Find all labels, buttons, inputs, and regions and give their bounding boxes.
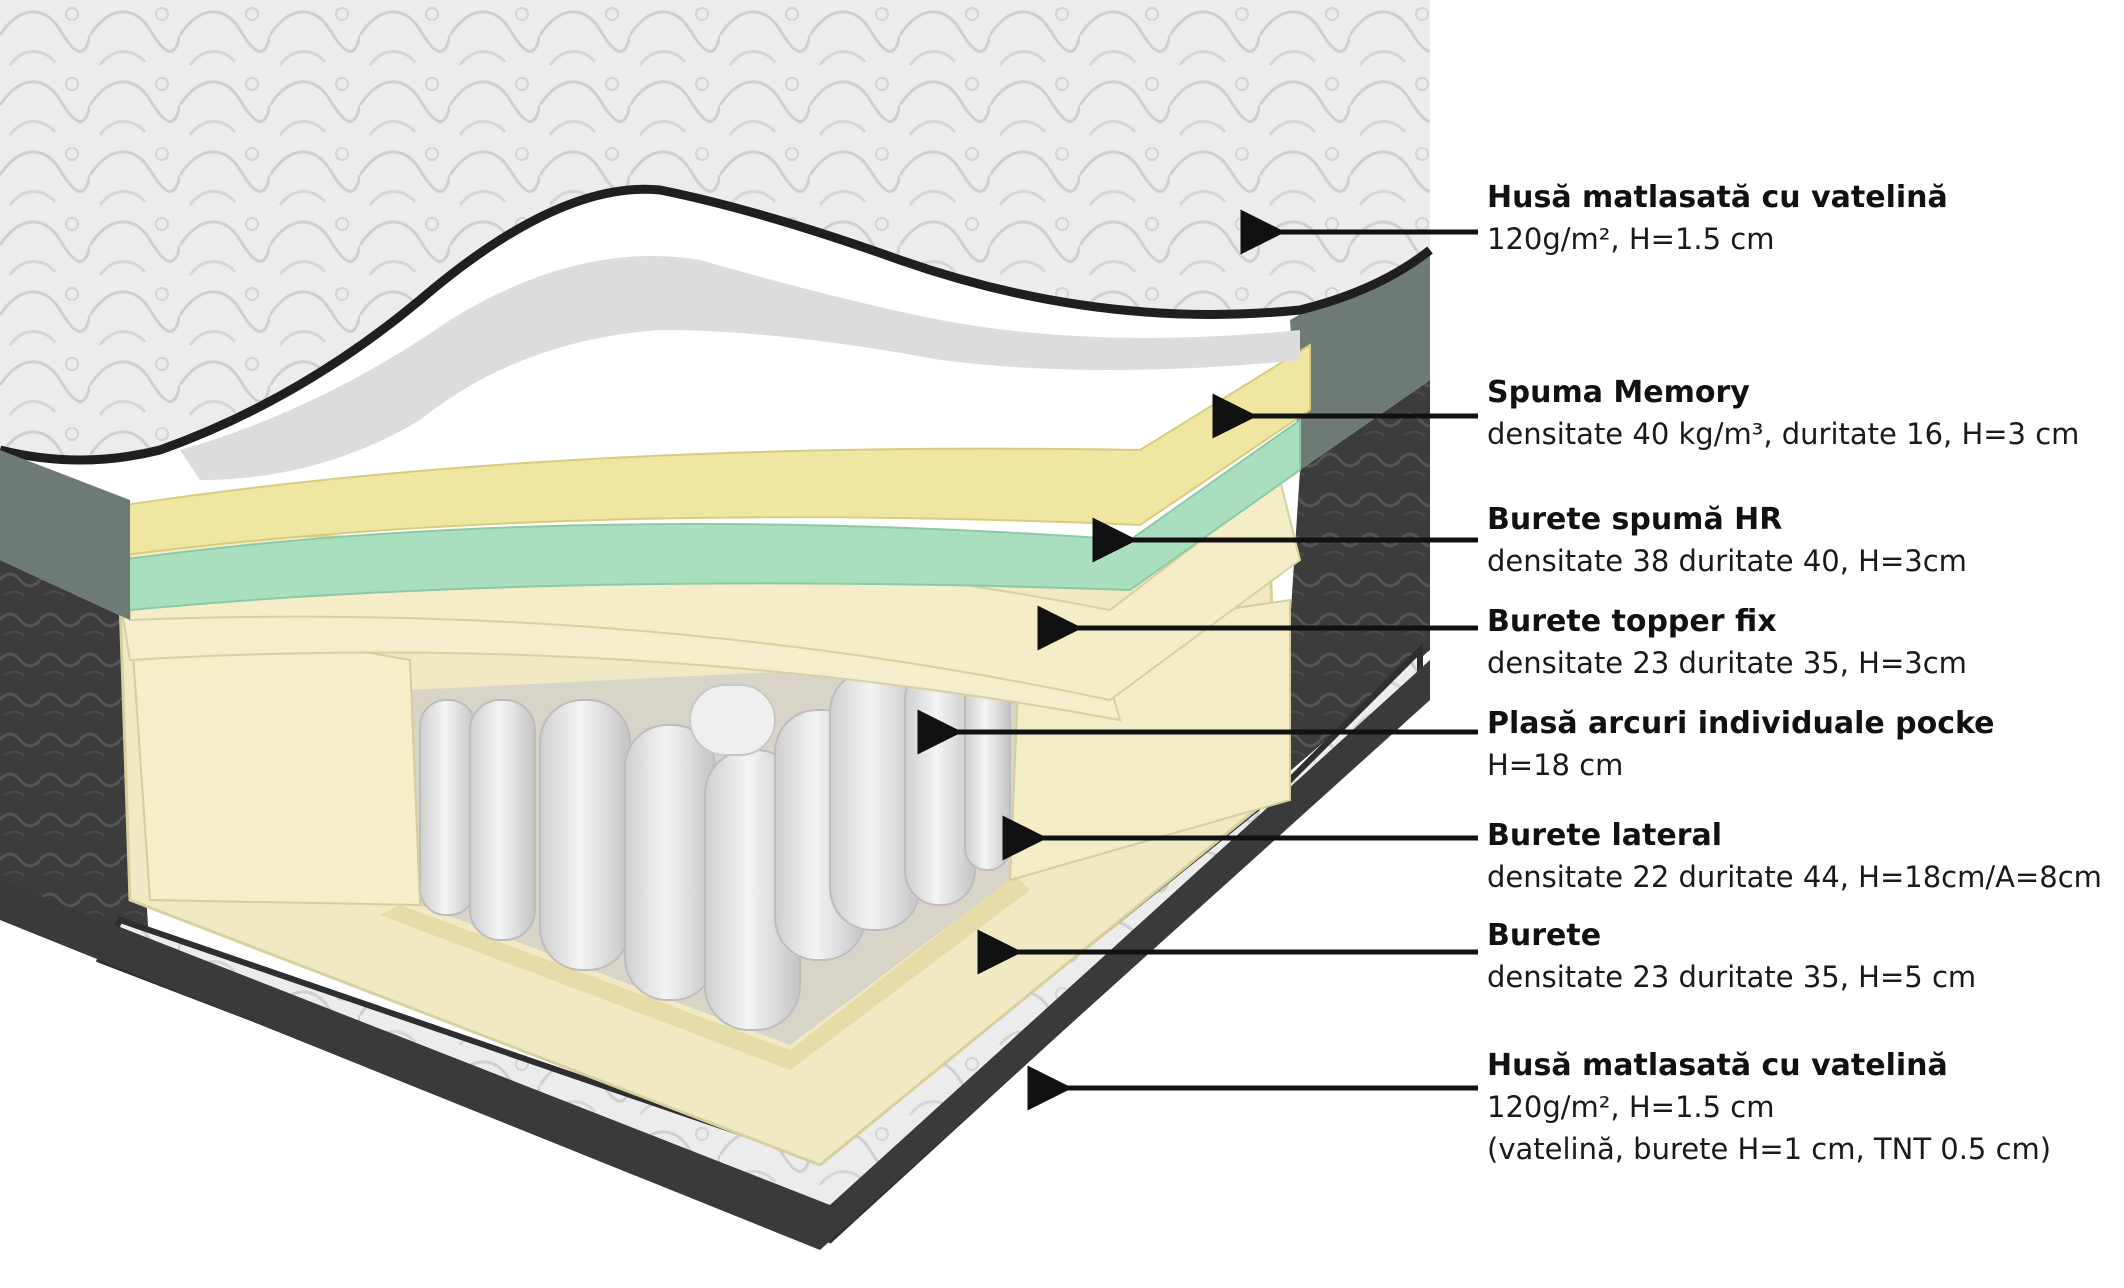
pocket-springs xyxy=(419,664,1011,1031)
callout-title: Spuma Memory xyxy=(1487,375,1750,410)
callout-base-foam: Burete densitate 23 duritate 35, H=5 cm xyxy=(1487,916,1976,998)
mattress-side-fabric xyxy=(0,560,150,960)
callout-detail: densitate 22 duritate 44, H=18cm/A=8cm xyxy=(1487,860,2102,894)
cover-underside xyxy=(180,256,1300,480)
callout-title: Burete lateral xyxy=(1487,818,1723,853)
memory-foam-layer xyxy=(124,343,1311,557)
callout-topper-foam: Burete topper fix densitate 23 duritate … xyxy=(1487,602,1967,684)
callout-memory-foam: Spuma Memory densitate 40 kg/m³, duritat… xyxy=(1487,373,2079,455)
callout-title: Husă matlasată cu vatelină xyxy=(1487,180,1948,215)
callout-pocket-springs: Plasă arcuri individuale pocke H=18 cm xyxy=(1487,704,1995,786)
cover-piping xyxy=(0,184,1433,465)
callout-bottom-cover: Husă matlasată cu vatelină 120g/m², H=1.… xyxy=(1487,1046,2051,1170)
callout-title: Burete xyxy=(1487,918,1602,953)
callout-detail: 120g/m², H=1.5 cm xyxy=(1487,1090,1775,1124)
callout-hr-foam: Burete spumă HR densitate 38 duritate 40… xyxy=(1487,500,1967,582)
callout-detail: H=18 cm xyxy=(1487,748,1624,782)
callout-title: Burete topper fix xyxy=(1487,604,1777,639)
callout-side-foam: Burete lateral densitate 22 duritate 44,… xyxy=(1487,816,2102,898)
callout-top-cover: Husă matlasată cu vatelină 120g/m², H=1.… xyxy=(1487,178,1948,260)
callout-detail: densitate 38 duritate 40, H=3cm xyxy=(1487,544,1967,578)
callout-title: Husă matlasată cu vatelină xyxy=(1487,1048,1948,1083)
callout-detail: densitate 23 duritate 35, H=5 cm xyxy=(1487,960,1977,994)
callout-title: Burete spumă HR xyxy=(1487,502,1783,537)
callout-detail: 120g/m², H=1.5 cm xyxy=(1487,222,1775,256)
hr-foam-layer xyxy=(118,418,1301,612)
callout-title: Plasă arcuri individuale pocke xyxy=(1487,706,1995,741)
callout-detail: (vatelină, burete H=1 cm, TNT 0.5 cm) xyxy=(1487,1132,2052,1166)
callout-detail: densitate 40 kg/m³, duritate 16, H=3 cm xyxy=(1487,417,2080,451)
callout-detail: densitate 23 duritate 35, H=3cm xyxy=(1487,646,1967,680)
